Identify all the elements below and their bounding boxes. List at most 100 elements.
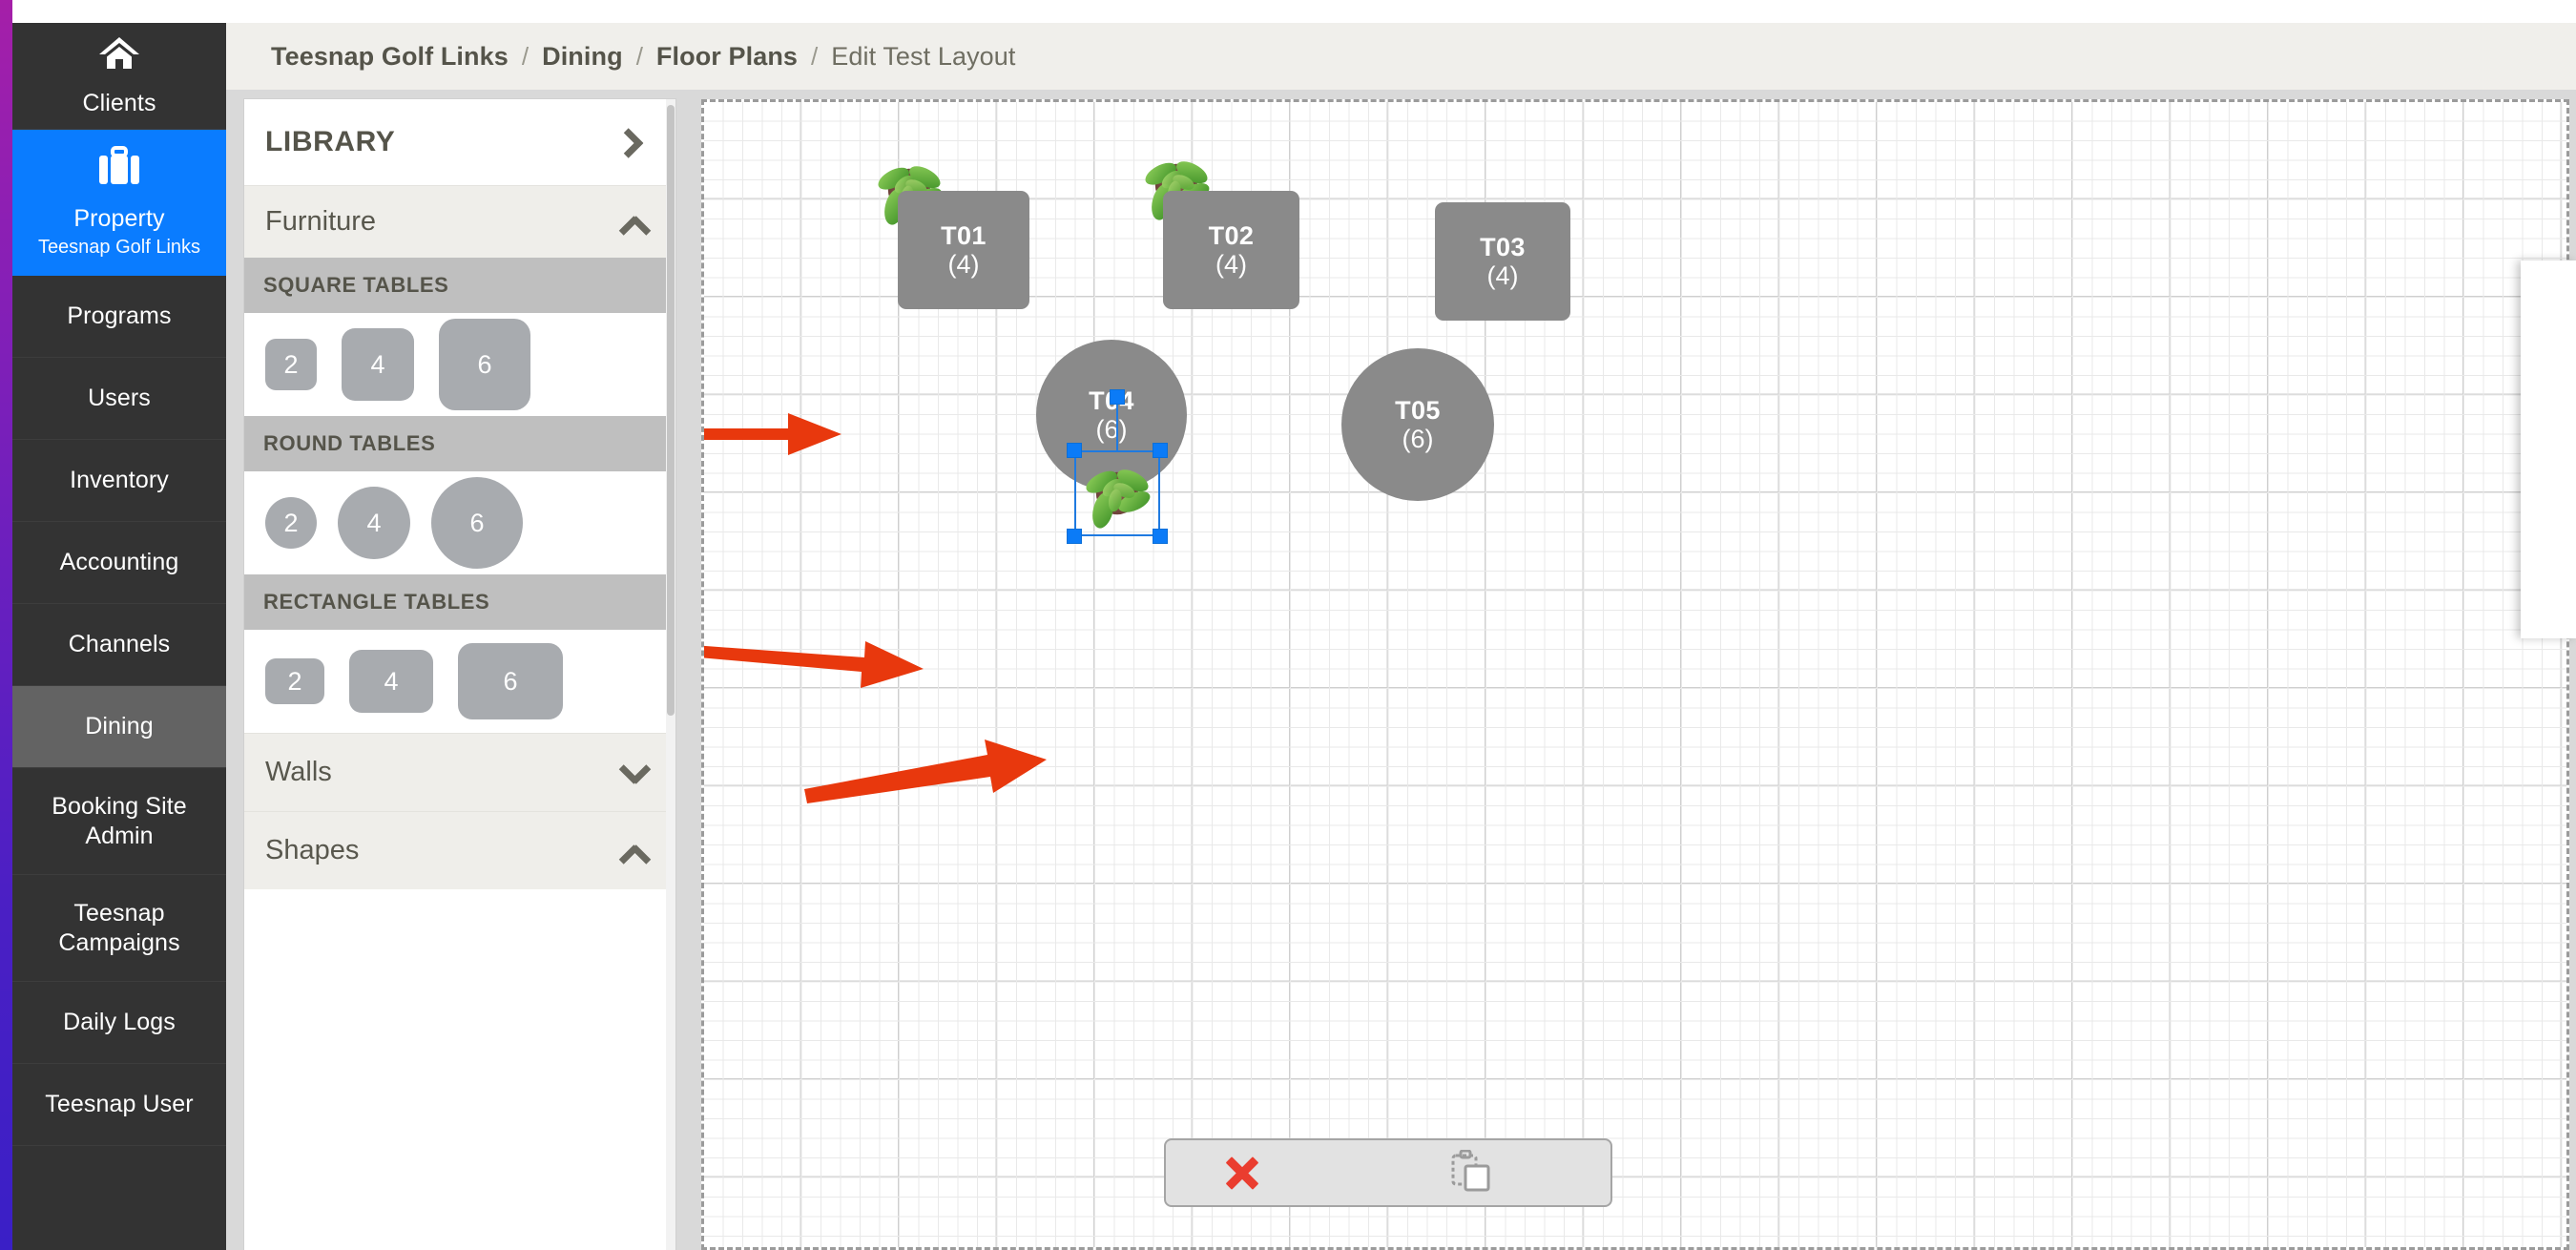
table-seats: (4) <box>1486 261 1519 290</box>
table-seats: (4) <box>947 250 980 279</box>
group-heading-label: SQUARE TABLES <box>263 273 449 297</box>
library-scrollbar-thumb[interactable] <box>667 105 675 716</box>
library-item-square-4[interactable]: 4 <box>342 328 414 401</box>
chevron-up-icon[interactable] <box>617 835 652 867</box>
breadcrumb-separator: / <box>811 41 819 71</box>
library-item-square-2[interactable]: 2 <box>265 339 317 390</box>
library-group-heading-square-tables: SQUARE TABLES <box>244 258 675 313</box>
library-group-heading-round-tables: ROUND TABLES <box>244 416 675 471</box>
library-section-furniture[interactable]: Furniture <box>244 185 675 258</box>
sidebar-item-label: Users <box>88 385 151 412</box>
library-panel: LIBRARY Furniture SQUARE TABLES 2 4 <box>244 99 675 1250</box>
floor-plan-canvas[interactable]: T01 (4) T02 (4) T03 (4) T04 (6) T05 (6) <box>701 99 2569 1250</box>
sidebar-item-label: Channels <box>68 631 171 658</box>
chevron-down-icon[interactable] <box>617 757 652 789</box>
annotation-arrow-plant <box>804 737 1052 805</box>
main-sidebar: Clients Property Teesnap Golf Links Prog… <box>12 23 226 1250</box>
breadcrumb: Teesnap Golf Links / Dining / Floor Plan… <box>226 23 2576 90</box>
resize-handle-top-left[interactable] <box>1067 443 1082 458</box>
library-title: LIBRARY <box>265 126 396 157</box>
library-item-rectangle-6[interactable]: 6 <box>458 643 563 719</box>
copy-button[interactable] <box>1395 1140 1548 1205</box>
main-content: Teesnap Golf Links / Dining / Floor Plan… <box>226 23 2576 1250</box>
delete-button[interactable] <box>1166 1140 1319 1205</box>
browser-edge-rail <box>0 0 12 1250</box>
sidebar-item-users[interactable]: Users <box>12 358 226 440</box>
annotation-arrow-square-tables <box>704 406 847 463</box>
table-name: T03 <box>1480 232 1526 261</box>
rotate-handle[interactable] <box>1110 389 1125 405</box>
table-name: T05 <box>1395 395 1441 425</box>
library-item-label: 6 <box>469 508 485 537</box>
library-scrollbar[interactable] <box>666 99 675 1250</box>
library-item-square-6[interactable]: 6 <box>439 319 530 410</box>
sidebar-item-programs[interactable]: Programs <box>12 276 226 358</box>
library-item-label: 4 <box>384 666 399 696</box>
delete-icon <box>1225 1156 1259 1190</box>
annotation-arrow-round-tables <box>704 622 933 691</box>
breadcrumb-item-dining[interactable]: Dining <box>542 41 623 71</box>
home-icon <box>97 34 141 77</box>
briefcase-icon <box>95 146 143 193</box>
breadcrumb-item-floor-plans[interactable]: Floor Plans <box>655 41 799 71</box>
table-object-t03[interactable]: T03 (4) <box>1435 202 1570 321</box>
object-action-toolbar <box>1164 1138 1612 1207</box>
table-name: T01 <box>941 220 987 250</box>
library-item-label: 6 <box>503 666 518 696</box>
library-group-heading-rectangle-tables: RECTANGLE TABLES <box>244 574 675 630</box>
group-heading-label: RECTANGLE TABLES <box>263 590 490 614</box>
sidebar-item-label: Inventory <box>70 467 169 494</box>
library-section-shapes[interactable]: Shapes <box>244 811 675 889</box>
plant-object-selected[interactable] <box>1082 458 1153 529</box>
breadcrumb-item-current: Edit Test Layout <box>831 41 1016 71</box>
resize-handle-bottom-left[interactable] <box>1067 529 1082 544</box>
chevron-left-icon[interactable] <box>617 126 650 158</box>
sidebar-item-teesnap-campaigns[interactable]: Teesnap Campaigns <box>12 875 226 982</box>
table-object-t04[interactable]: T04 (6) <box>1036 340 1187 490</box>
library-group-rectangle-tables: 2 4 6 <box>244 630 675 733</box>
library-item-round-4[interactable]: 4 <box>338 487 410 559</box>
library-item-round-2[interactable]: 2 <box>265 497 317 549</box>
sidebar-item-label: Booking Site Admin <box>52 793 187 849</box>
sidebar-item-channels[interactable]: Channels <box>12 604 226 686</box>
sidebar-item-daily-logs[interactable]: Daily Logs <box>12 982 226 1064</box>
sidebar-item-inventory[interactable]: Inventory <box>12 440 226 522</box>
sidebar-item-teesnap-user[interactable]: Teesnap User <box>12 1064 226 1146</box>
copy-icon <box>1451 1149 1491 1197</box>
library-item-label: 4 <box>366 508 382 537</box>
sidebar-item-clients[interactable]: Clients <box>12 23 226 130</box>
selection-overlay <box>1067 389 1168 544</box>
library-item-label: 4 <box>370 349 385 379</box>
resize-handle-bottom-right[interactable] <box>1153 529 1168 544</box>
breadcrumb-item-property[interactable]: Teesnap Golf Links <box>271 41 509 71</box>
library-section-walls[interactable]: Walls <box>244 733 675 811</box>
table-seats: (4) <box>1215 250 1247 279</box>
library-item-rectangle-2[interactable]: 2 <box>265 658 324 704</box>
plant-icon <box>1145 161 1210 220</box>
group-heading-label: ROUND TABLES <box>263 431 436 455</box>
chevron-up-icon[interactable] <box>617 206 652 239</box>
table-object-t02[interactable]: T02 (4) <box>1163 191 1299 309</box>
selection-box <box>1074 450 1160 536</box>
library-item-label: 2 <box>283 349 299 379</box>
sidebar-item-label: Teesnap User <box>45 1091 194 1118</box>
library-section-label: Furniture <box>265 206 377 237</box>
sidebar-item-dining[interactable]: Dining <box>12 686 226 768</box>
sidebar-item-label: Teesnap Campaigns <box>58 900 180 956</box>
library-item-rectangle-4[interactable]: 4 <box>349 650 433 713</box>
library-section-label: Walls <box>265 757 332 787</box>
library-section-label: Shapes <box>265 835 360 865</box>
sidebar-item-booking-site-admin[interactable]: Booking Site Admin <box>12 768 226 875</box>
table-object-t01[interactable]: T01 (4) <box>898 191 1029 309</box>
plant-object[interactable] <box>1141 150 1212 220</box>
library-item-label: 6 <box>477 349 492 379</box>
library-item-round-6[interactable]: 6 <box>431 477 523 569</box>
table-object-t05[interactable]: T05 (6) <box>1341 348 1494 501</box>
sidebar-item-label: Programs <box>67 302 172 330</box>
table-seats: (6) <box>1095 415 1128 444</box>
right-side-popup-panel[interactable] <box>2521 260 2576 638</box>
resize-handle-top-right[interactable] <box>1153 443 1168 458</box>
library-item-label: 2 <box>283 508 299 537</box>
sidebar-item-accounting[interactable]: Accounting <box>12 522 226 604</box>
sidebar-item-property[interactable]: Property Teesnap Golf Links <box>12 130 226 276</box>
